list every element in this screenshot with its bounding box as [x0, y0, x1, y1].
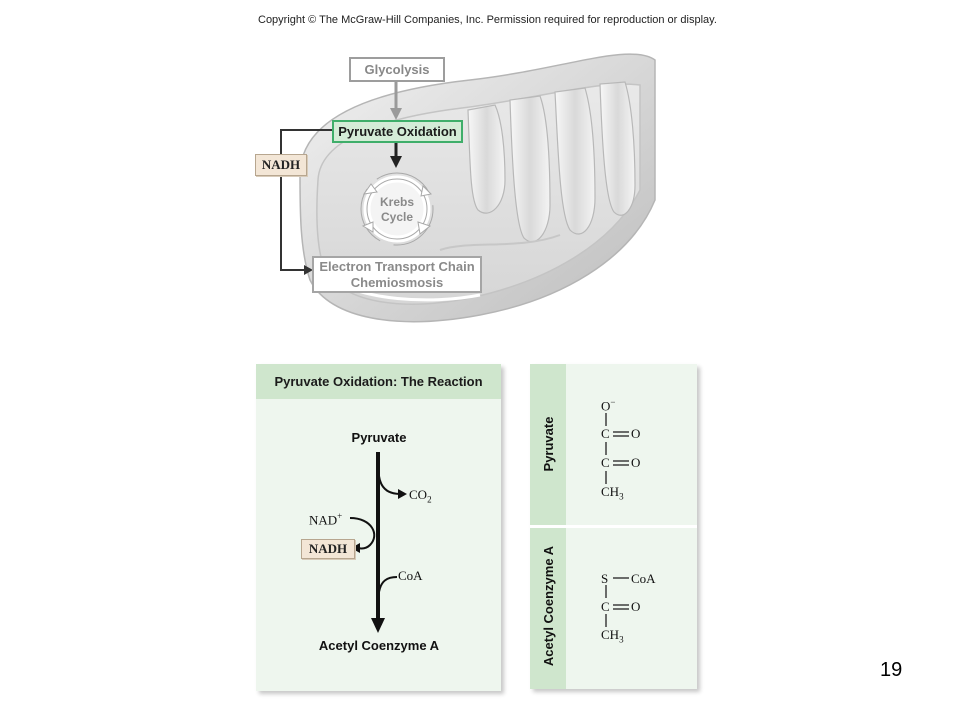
glycolysis-arrow	[390, 79, 402, 120]
acetyl-ch-subscript: 3	[619, 634, 624, 645]
reaction-main-arrowhead	[371, 618, 385, 633]
krebs-line1: Krebs	[379, 195, 414, 209]
pyruvate-ch-subscript: 3	[619, 491, 624, 502]
pyruvate-label-strip	[530, 364, 566, 525]
pyruvate-o1: O	[631, 426, 641, 441]
etc-line2: Chemiosmosis	[350, 274, 444, 290]
nad-to-nadh-arrow	[349, 517, 376, 550]
nadh-feedback-line	[280, 129, 332, 271]
etc-line1: Electron Transport Chain	[319, 258, 475, 274]
copyright-notice: Copyright © The McGraw-Hill Companies, I…	[258, 14, 717, 26]
nadh-reaction-badge: NADH	[301, 539, 355, 559]
pyruvate-ch3: CH3	[601, 484, 624, 502]
nadh-overview-label: NADH	[261, 157, 301, 172]
cristae	[467, 81, 636, 243]
nadh-reaction-label: NADH	[308, 541, 348, 556]
krebs-cycle-icon	[360, 172, 434, 246]
nadh-to-etc-arrowhead	[304, 265, 313, 275]
panel-divider	[530, 525, 697, 528]
page-number: 19	[880, 659, 903, 681]
nad-text: NAD	[309, 512, 338, 528]
reaction-start-pyruvate: Pyruvate	[351, 429, 407, 445]
pyruvate-c2: C	[601, 455, 610, 470]
pyruvate-o-minus: O−	[601, 397, 615, 414]
charge-minus: −	[610, 397, 616, 407]
co2-subscript: 2	[427, 494, 432, 505]
acetyl-s: S	[601, 571, 609, 586]
nadh-overview-badge: NADH	[255, 154, 307, 176]
acetyl-c: C	[601, 599, 610, 614]
acetyl-ch-text: CH	[601, 627, 620, 642]
pyruvate-oxidation-label: Pyruvate Oxidation	[338, 124, 457, 139]
structures-panel	[530, 364, 697, 689]
co2-release-arrow	[378, 475, 401, 495]
acetyl-coa-group: CoA	[631, 571, 656, 586]
reaction-title: Pyruvate Oxidation: The Reaction	[274, 374, 483, 389]
etc-box: Electron Transport Chain Chemiosmosis	[312, 256, 482, 293]
glycolysis-label: Glycolysis	[364, 62, 430, 77]
pyruvate-o2: O	[631, 455, 641, 470]
krebs-line2: Cycle	[380, 210, 414, 224]
co2-text: CO	[409, 487, 428, 502]
pyruvate-oxidation-box: Pyruvate Oxidation	[332, 120, 463, 143]
co2-label: CO2	[409, 487, 432, 505]
reaction-end-acetyl-coa: Acetyl Coenzyme A	[318, 637, 440, 653]
pyruvate-c1: C	[601, 426, 610, 441]
acetyl-label-strip	[530, 528, 566, 689]
glycolysis-box: Glycolysis	[349, 57, 445, 82]
nad-superscript: +	[337, 511, 343, 521]
reaction-panel-header: Pyruvate Oxidation: The Reaction	[256, 364, 501, 399]
acetyl-o: O	[631, 599, 641, 614]
pyruvate-ch-text: CH	[601, 484, 620, 499]
coa-label: CoA	[398, 568, 423, 583]
coa-entry-arrow	[378, 576, 398, 593]
nad-label: NAD+	[309, 511, 342, 528]
atom-o: O	[601, 398, 611, 414]
krebs-cycle-label: Krebs Cycle	[367, 193, 427, 227]
acetyl-ch3: CH3	[601, 627, 624, 645]
